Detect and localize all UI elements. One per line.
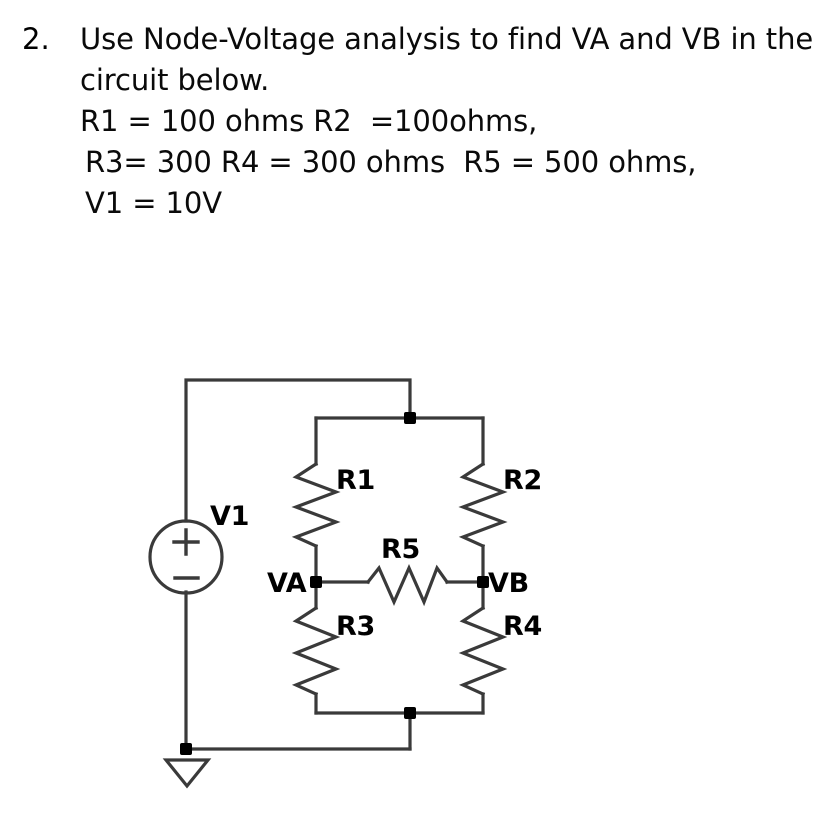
problem-text-line-4: R3= 300 R4 = 300 ohms R5 = 500 ohms, (85, 145, 697, 179)
wire-source-top (184, 378, 412, 523)
node-dot-bottom-junction (404, 707, 416, 719)
problem-number: 2. (22, 22, 50, 56)
ground-symbol (162, 758, 212, 789)
circuit-schematic-svg (148, 378, 508, 789)
label-r5: R5 (381, 534, 420, 565)
label-node-va: VA (267, 568, 307, 599)
problem-text-line-1: Use Node-Voltage analysis to find VA and… (80, 22, 814, 56)
problem-text-line-2: circuit below. (80, 63, 270, 97)
node-dot-va (310, 576, 322, 588)
circuit-diagram: V1 R1 R2 R3 R4 R5 VA VB (0, 340, 818, 820)
voltage-source-circle (148, 519, 224, 595)
resistor-r4-zigzag (458, 605, 508, 697)
node-dot-top-junction (404, 412, 416, 424)
node-dot-vb (477, 576, 489, 588)
node-dot-ground (180, 743, 192, 755)
resistor-r2-zigzag (458, 461, 508, 549)
resistor-r1-zigzag (291, 461, 341, 549)
problem-text-line-3: R1 = 100 ohms R2 =100ohms, (80, 104, 538, 138)
resistor-r5-zigzag (365, 564, 450, 607)
source-plus-icon (172, 528, 200, 556)
label-node-vb: VB (488, 568, 529, 599)
label-r4: R4 (503, 611, 542, 642)
resistor-r3-zigzag (291, 605, 341, 697)
label-r1: R1 (336, 465, 375, 496)
label-r3: R3 (336, 611, 375, 642)
label-r2: R2 (503, 465, 542, 496)
problem-text-line-5: V1 = 10V (85, 186, 222, 220)
label-v1: V1 (210, 501, 250, 532)
